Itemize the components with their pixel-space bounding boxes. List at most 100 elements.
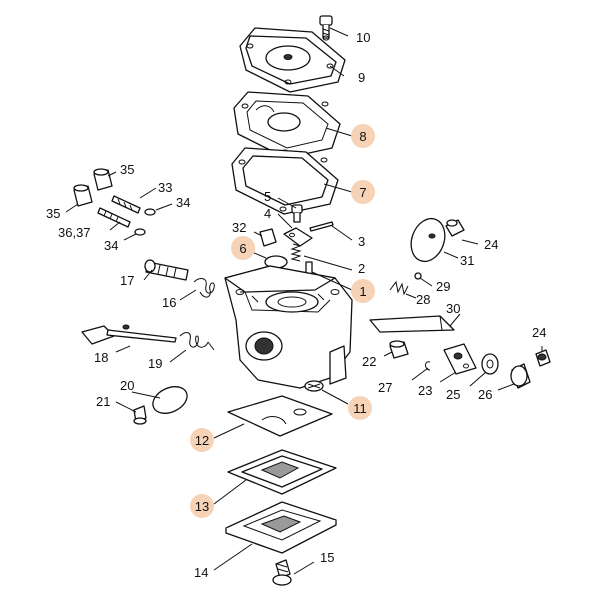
callout-12: 12 (190, 428, 214, 452)
callout-30: 30 (446, 301, 460, 316)
callout-36-37-label: 36,37 (58, 225, 91, 240)
callout-26: 26 (478, 387, 492, 402)
part-14-metering-cover (225, 501, 337, 554)
callout-24-upper: 24 (484, 237, 498, 252)
callout-6: 6 (231, 236, 255, 260)
callout-13-label: 13 (195, 499, 209, 514)
part-12-gasket (227, 395, 333, 437)
callout-3: 3 (358, 234, 365, 249)
callout-8-highlight (351, 124, 375, 148)
callout-28: 28 (416, 292, 430, 307)
callout-34-upper-label: 34 (176, 195, 190, 210)
callout-10-label: 10 (356, 30, 370, 45)
part-9-pump-cover (239, 27, 346, 93)
part-23-choke-lever (443, 343, 477, 375)
callout-24-upper-label: 24 (484, 237, 498, 252)
callout-7: 7 (351, 180, 375, 204)
carburetor-body (224, 265, 353, 389)
callout-15: 15 (320, 550, 334, 565)
part-11-screen (304, 380, 324, 392)
callout-34-upper: 34 (176, 195, 190, 210)
callout-28-label: 28 (416, 292, 430, 307)
part-28-spring (389, 280, 409, 296)
callout-35-upper-label: 35 (120, 162, 134, 177)
callout-8-label: 8 (359, 129, 366, 144)
callout-30-label: 30 (446, 301, 460, 316)
part-27-clip (425, 361, 431, 371)
part-20-throttle-plate (152, 386, 188, 414)
callout-35-lower-label: 35 (46, 206, 60, 221)
part-32-cap (259, 228, 277, 247)
callout-23-label: 23 (418, 383, 432, 398)
callout-15-label: 15 (320, 550, 334, 565)
callout-16-label: 16 (162, 295, 176, 310)
callout-33: 33 (158, 180, 172, 195)
callout-34-lower: 34 (104, 238, 118, 253)
callout-31-label: 31 (460, 253, 474, 268)
callout-19: 19 (148, 356, 162, 371)
callout-35-upper: 35 (120, 162, 134, 177)
callout-20: 20 (120, 378, 134, 393)
callout-10: 10 (356, 30, 370, 45)
callout-32-label: 32 (232, 220, 246, 235)
callout-19-label: 19 (148, 356, 162, 371)
callout-4-label: 4 (264, 206, 271, 221)
part-29-ball (414, 272, 422, 280)
callout-35-lower: 35 (46, 206, 60, 221)
callout-21: 21 (96, 394, 110, 409)
callout-18-label: 18 (94, 350, 108, 365)
part-30-choke-shaft (369, 315, 455, 333)
callout-6-label: 6 (239, 241, 246, 256)
callout-12-label: 12 (195, 433, 209, 448)
callout-13-highlight (190, 494, 214, 518)
part-21-screw (133, 405, 147, 425)
part-18-throttle-shaft (81, 324, 177, 345)
leader-lines (65, 27, 543, 575)
part-2-spring (290, 243, 302, 262)
callout-26-label: 26 (478, 387, 492, 402)
part-16-spring (193, 278, 215, 298)
callout-29: 29 (436, 279, 450, 294)
part-26-detent (510, 363, 531, 389)
callout-1: 1 (351, 279, 375, 303)
callout-33-label: 33 (158, 180, 172, 195)
callout-25: 25 (446, 387, 460, 402)
callout-24-right-label: 24 (532, 325, 546, 340)
part-8-pump-diaphragm (233, 91, 341, 159)
callout-6-highlight (231, 236, 255, 260)
callout-22: 22 (362, 354, 376, 369)
part-7-gasket (231, 147, 339, 215)
callout-1-label: 1 (359, 284, 366, 299)
callout-5: 5 (264, 189, 271, 204)
callout-11-label: 11 (353, 401, 367, 416)
part-3-pin (309, 221, 334, 232)
part-31-choke-plate (410, 217, 446, 263)
callout-22-label: 22 (362, 354, 376, 369)
callout-31: 31 (460, 253, 474, 268)
callout-32: 32 (232, 220, 246, 235)
part-5-screw (291, 204, 303, 223)
callout-16: 16 (162, 295, 176, 310)
callout-17-label: 17 (120, 273, 134, 288)
callout-20-label: 20 (120, 378, 134, 393)
part-33-adjusting-screws (97, 195, 141, 228)
callout-9: 9 (358, 70, 365, 85)
callout-9-label: 9 (358, 70, 365, 85)
callout-29-label: 29 (436, 279, 450, 294)
callout-25-label: 25 (446, 387, 460, 402)
callout-23: 23 (418, 383, 432, 398)
callout-3-label: 3 (358, 234, 365, 249)
callout-14: 14 (194, 565, 208, 580)
part-24-screw-upper (445, 219, 465, 237)
callout-34-lower-label: 34 (104, 238, 118, 253)
callout-14-label: 14 (194, 565, 208, 580)
callout-18: 18 (94, 350, 108, 365)
part-25-washer (481, 353, 499, 375)
part-34-orings (134, 208, 156, 236)
callout-7-highlight (351, 180, 375, 204)
callout-5-label: 5 (264, 189, 271, 204)
part-10-screw (319, 15, 333, 39)
callout-13: 13 (190, 494, 214, 518)
callout-27: 27 (378, 380, 392, 395)
